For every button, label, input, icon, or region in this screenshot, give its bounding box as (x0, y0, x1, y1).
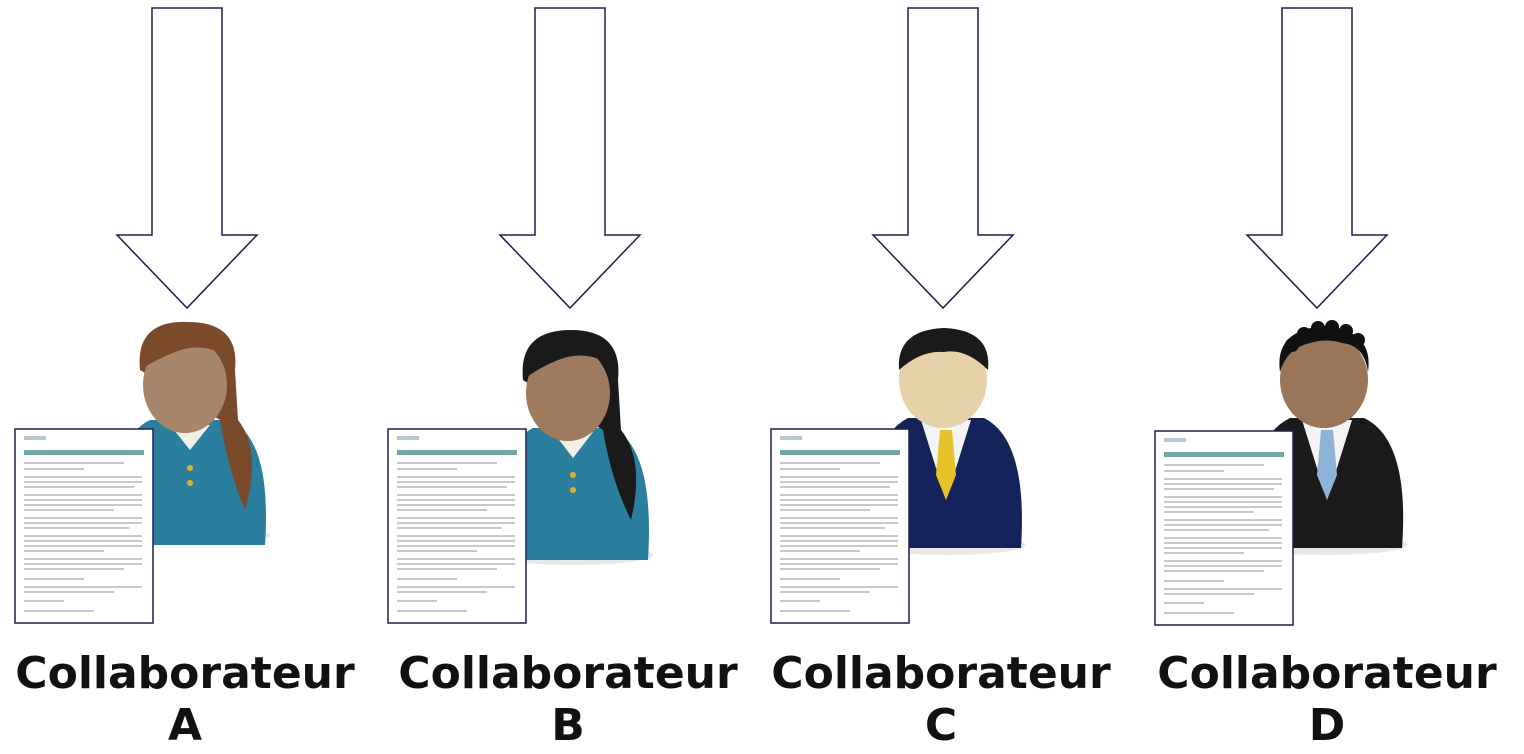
collaborator-b: Collaborateur B (383, 0, 753, 754)
collaborator-title: Collaborateur (398, 648, 738, 699)
down-arrow-icon (1245, 7, 1389, 310)
document-icon (1154, 430, 1294, 626)
document-icon (770, 428, 910, 624)
collaborator-label: Collaborateur A (0, 648, 370, 752)
collaborator-a: Collaborateur A (0, 0, 370, 754)
collaborator-d: Collaborateur D (1142, 0, 1512, 754)
collaborator-c: Collaborateur C (756, 0, 1126, 754)
collaborator-title: Collaborateur (1157, 648, 1497, 699)
collaborator-title: Collaborateur (15, 648, 355, 699)
down-arrow-icon (871, 7, 1015, 310)
collaborator-letter: C (924, 700, 958, 751)
collaborator-letter: B (551, 700, 585, 751)
document-icon (14, 428, 154, 624)
collaborator-letter: A (167, 700, 203, 751)
document-icon (387, 428, 527, 624)
down-arrow-icon (498, 7, 642, 310)
down-arrow-icon (115, 7, 259, 310)
collaborator-title: Collaborateur (771, 648, 1111, 699)
woman-avatar-black-hair-icon (493, 330, 653, 565)
collaborator-label: Collaborateur D (1142, 648, 1512, 752)
collaborator-label: Collaborateur B (383, 648, 753, 752)
collaborator-label: Collaborateur C (756, 648, 1126, 752)
collaborator-letter: D (1308, 700, 1346, 751)
